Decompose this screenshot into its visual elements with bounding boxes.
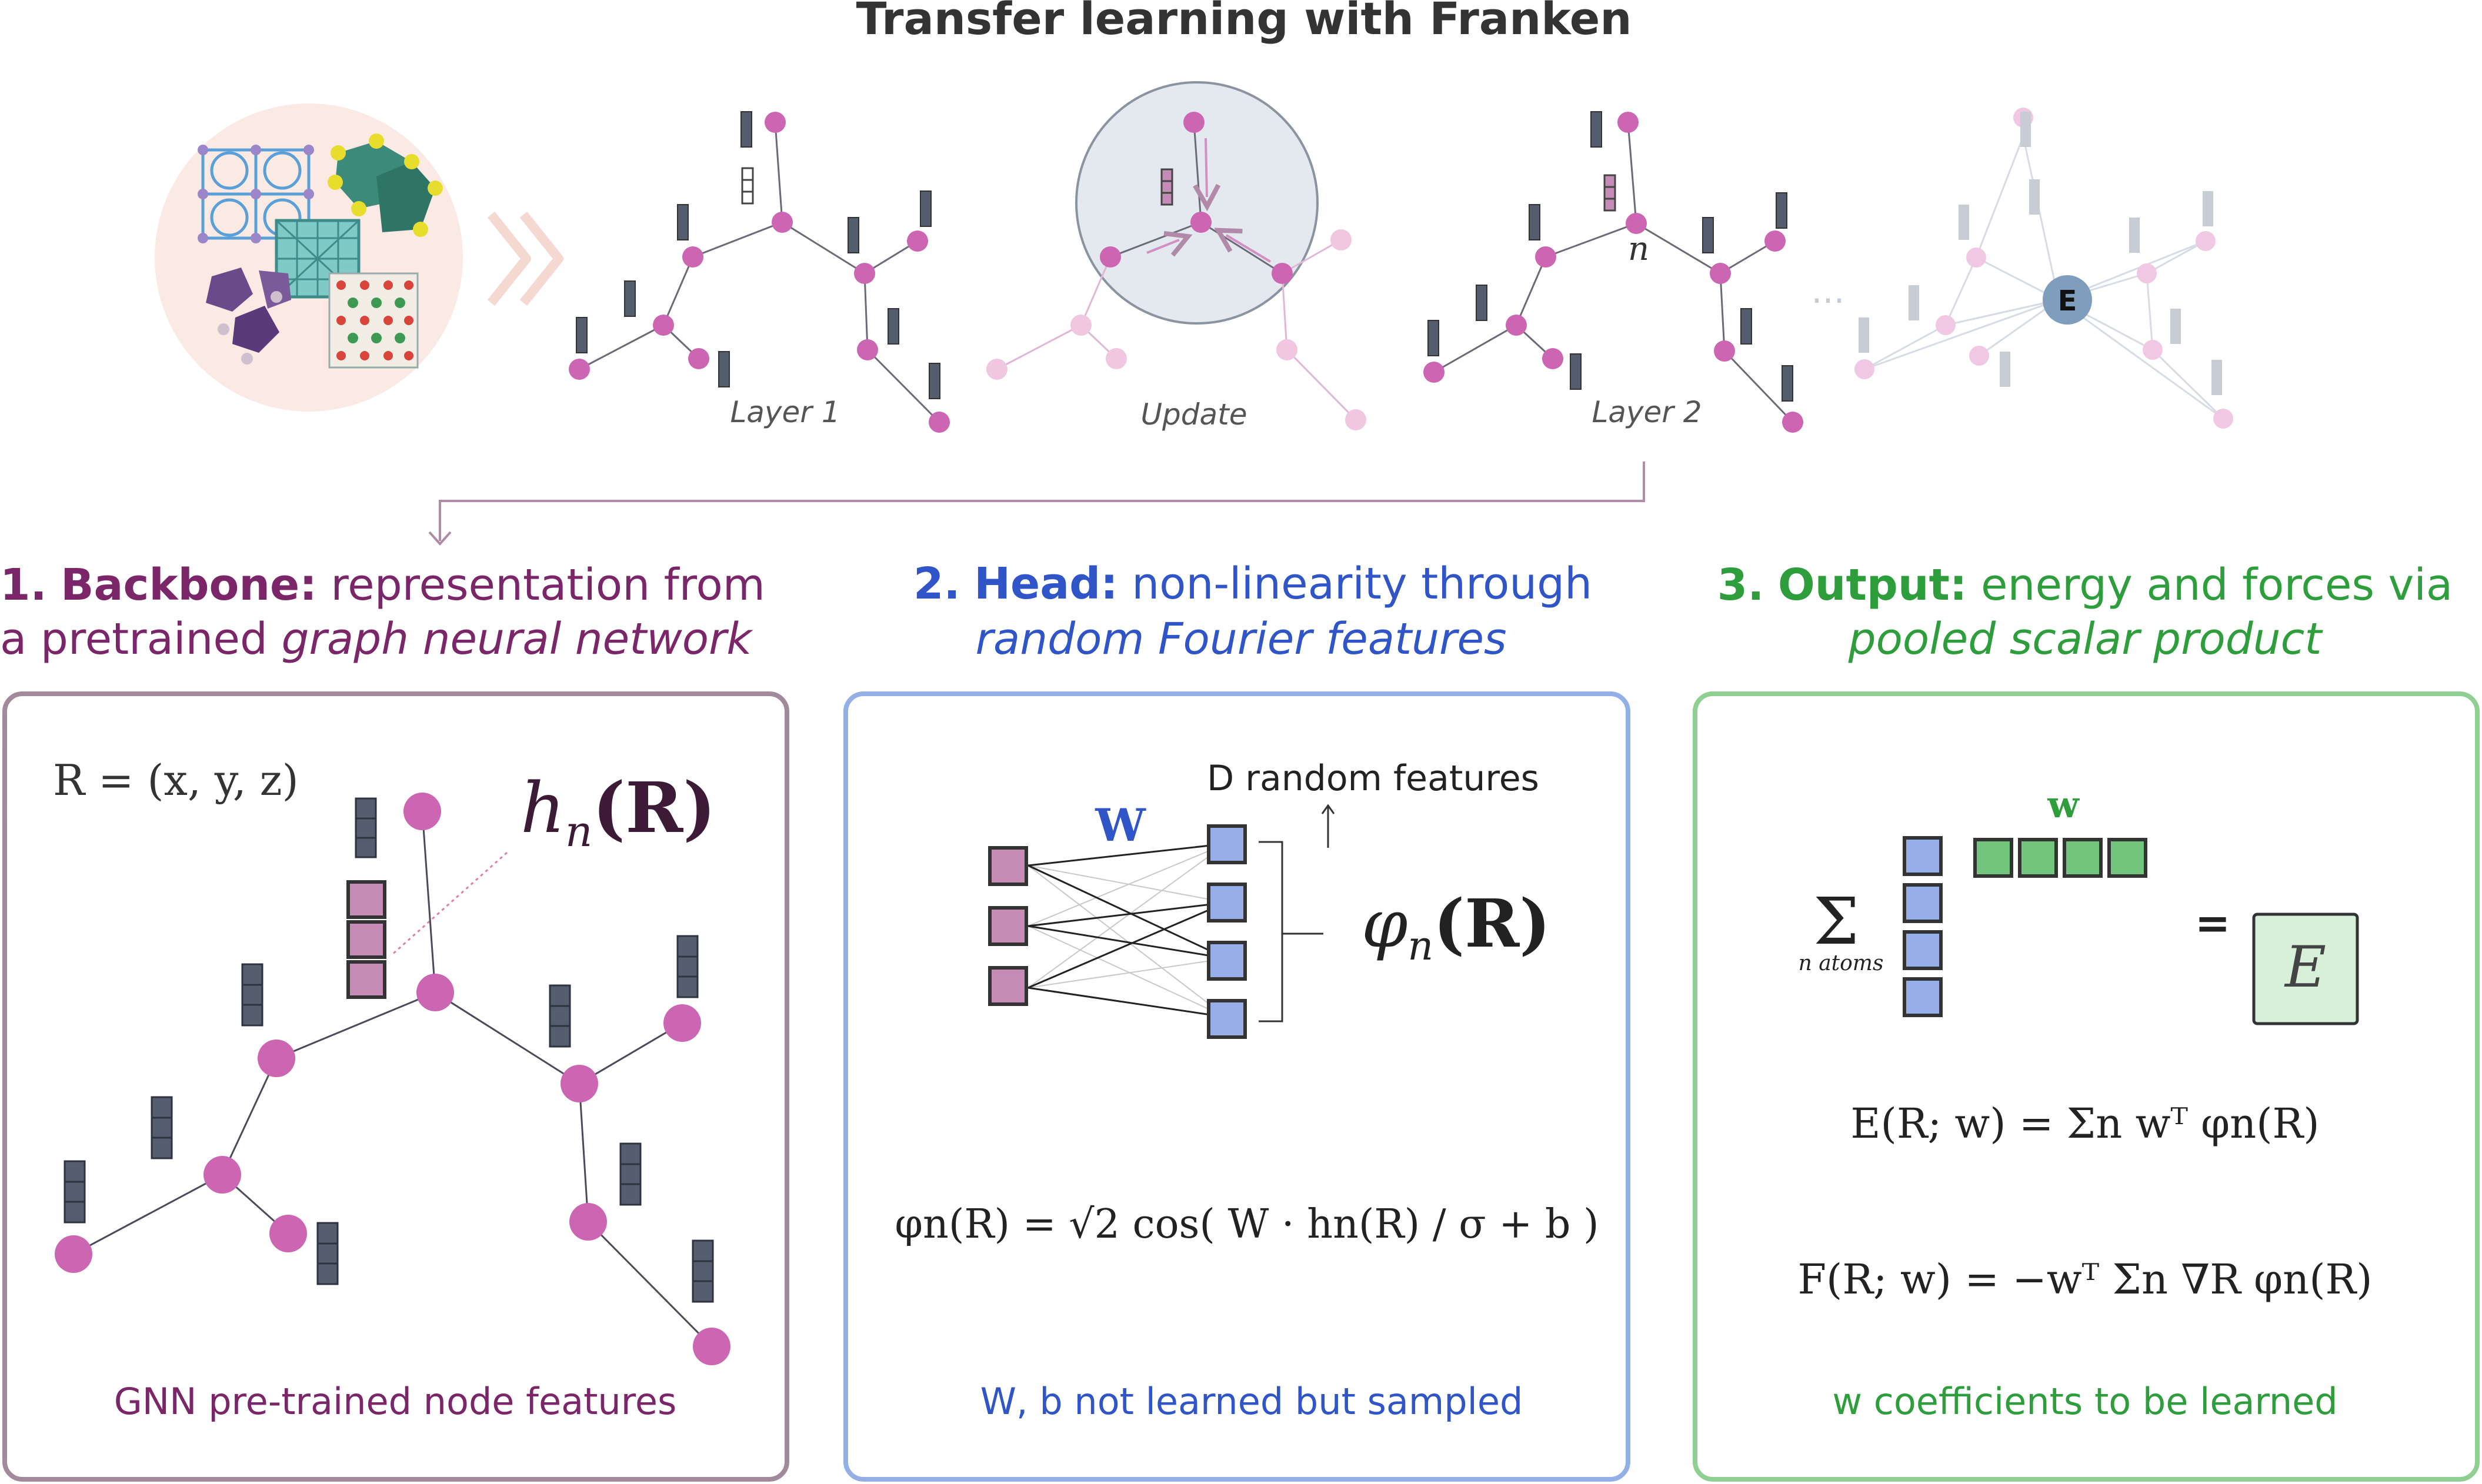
rff-equation-text: φn(R) = √2 cos( W · hn(R) / σ + b ) bbox=[895, 1201, 1599, 1248]
svg-text:3. Output: energy and forces v: 3. Output: energy and forces via bbox=[1717, 560, 2453, 610]
heading-output-italic: pooled scalar product bbox=[1848, 614, 2324, 664]
chevron-right-icon bbox=[487, 212, 563, 306]
stage-label-layer1: Layer 1 bbox=[730, 395, 840, 429]
phi-label-arg: (R) bbox=[1433, 885, 1550, 962]
svg-text:2. Head: non-linearity through: 2. Head: non-linearity through bbox=[913, 559, 1592, 609]
panel-output bbox=[1693, 691, 2480, 1482]
phi-label: φn(R) bbox=[1362, 885, 1550, 970]
svg-text:a pretrained graph neural netw: a pretrained graph neural network bbox=[0, 614, 753, 664]
stage-label-layer2: Layer 2 bbox=[1592, 395, 1702, 429]
svg-text:1. Backbone: representation fr: 1. Backbone: representation from bbox=[0, 560, 765, 610]
head-weight-label: W bbox=[1095, 799, 1146, 851]
energy-node-label: E bbox=[2058, 285, 2077, 317]
pooled-energy-graph: E bbox=[1854, 108, 2233, 429]
energy-box-label: E bbox=[2284, 934, 2326, 1000]
panel-head bbox=[843, 691, 1630, 1482]
heading-head-number: 2. bbox=[913, 559, 960, 609]
output-weight-label: w bbox=[2047, 783, 2080, 826]
phi-label-sub: n bbox=[1407, 923, 1433, 970]
heading-output-line1: energy and forces via bbox=[1981, 560, 2453, 610]
connector-arrow bbox=[428, 462, 1645, 546]
heading-head-line1: non-linearity through bbox=[1132, 559, 1592, 609]
ellipsis: ... bbox=[1811, 270, 1844, 312]
feature-label: hn(R) bbox=[521, 767, 716, 856]
feature-vector bbox=[1903, 836, 1943, 1017]
heading-head-italic: random Fourier features bbox=[975, 614, 1506, 664]
energy-equation: E(R; w) = Σn wᵀ φn(R) bbox=[1850, 1099, 2319, 1148]
output-caption: w coefficients to be learned bbox=[1832, 1380, 2337, 1423]
sum-symbol: Σ bbox=[1813, 884, 1859, 959]
node-label-n: n bbox=[1628, 230, 1649, 268]
layer2-graph: n bbox=[1423, 111, 1803, 433]
layer1-graph bbox=[569, 111, 950, 433]
phi-label-symbol: φ bbox=[1362, 886, 1407, 962]
rff-equation: φn(R) = √2 cos( W · hn(R) / σ + b ) bbox=[895, 1201, 1599, 1248]
crystal-red-icon bbox=[328, 272, 419, 369]
heading-backbone-line2: a pretrained bbox=[0, 614, 268, 664]
figure-title: Transfer learning with Franken bbox=[856, 0, 1632, 45]
backbone-graph bbox=[55, 793, 730, 1365]
crystal-purple-icon bbox=[206, 268, 291, 365]
heading-head: 2. Head: non-linearity through random Fo… bbox=[913, 559, 1592, 664]
backbone-caption: GNN pre-trained node features bbox=[114, 1380, 677, 1423]
update-graph bbox=[986, 81, 1366, 430]
position-equation: R = (x, y, z) bbox=[53, 756, 299, 805]
force-equation: F(R; w) = −wᵀ Σn ∇R φn(R) bbox=[1797, 1255, 2372, 1303]
energy-box bbox=[2252, 913, 2359, 1025]
crystal-cyan-icon bbox=[275, 219, 361, 299]
panel-backbone bbox=[2, 691, 789, 1482]
materials-dataset-illustration bbox=[155, 103, 463, 412]
head-caption: W, b not learned but sampled bbox=[980, 1380, 1523, 1423]
crystal-green-icon bbox=[328, 133, 443, 237]
heading-output: 3. Output: energy and forces via pooled … bbox=[1717, 560, 2453, 664]
heading-backbone-line1: representation from bbox=[331, 560, 765, 610]
stage-label-update: Update bbox=[1140, 397, 1247, 432]
svg-text:hn(R): hn(R) bbox=[521, 767, 716, 856]
heading-output-number: 3. bbox=[1717, 560, 1764, 610]
random-features-label: D random features bbox=[1207, 758, 1539, 799]
weight-vector bbox=[1973, 838, 2147, 878]
feature-label-arg: (R) bbox=[592, 767, 716, 848]
equals-sign: = bbox=[2195, 898, 2230, 948]
heading-backbone-number: 1. bbox=[0, 560, 47, 610]
heading-backbone-italic: graph neural network bbox=[281, 614, 753, 664]
heading-head-bold: Head: bbox=[974, 559, 1118, 609]
heading-backbone: 1. Backbone: representation from a pretr… bbox=[0, 560, 765, 664]
heading-output-bold: Output: bbox=[1778, 560, 1967, 610]
svg-text:φn(R): φn(R) bbox=[1362, 885, 1550, 970]
sum-subscript: n atoms bbox=[1799, 951, 1884, 975]
feature-label-h: h bbox=[521, 767, 565, 848]
rff-network bbox=[988, 824, 1323, 1039]
heading-backbone-bold: Backbone: bbox=[61, 560, 317, 610]
feature-label-sub: n bbox=[565, 807, 592, 856]
